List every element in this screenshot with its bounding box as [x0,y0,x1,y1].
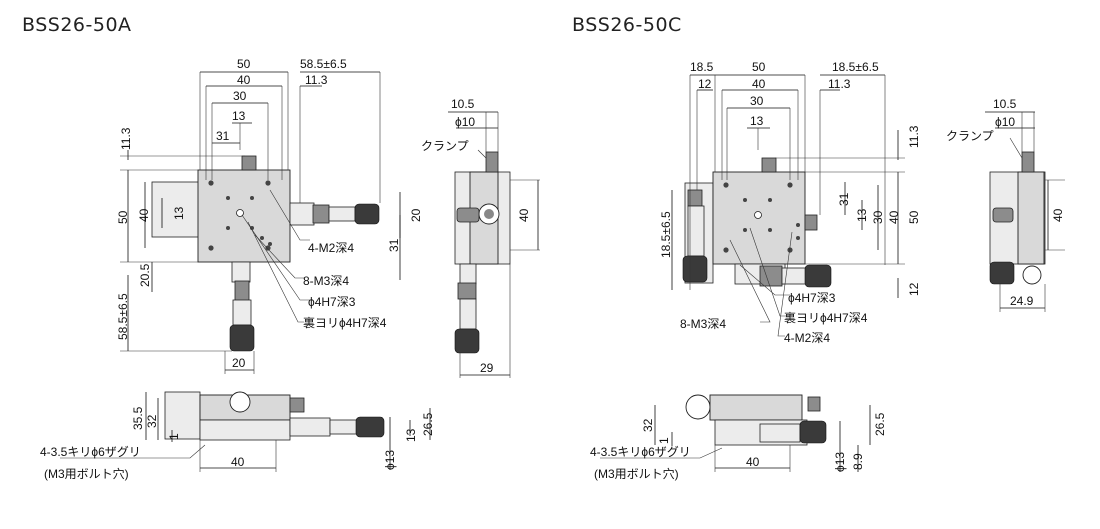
hole-pattern-right [723,182,800,253]
dim-20-v: 20 [409,208,423,222]
y-micrometer-left [229,261,255,352]
r-dim-30-v: 30 [871,210,885,224]
r-callout-back-phi4: 裏ヨリϕ4H7深4 [784,310,868,325]
front-dim-13: 13 [404,428,418,442]
r-dim-13-v: 13 [855,208,869,222]
dim-11-3-b: 11.3 [119,127,133,150]
dim-13-v: 13 [172,206,186,220]
r-dim-13: 13 [750,114,764,128]
r-note-m3-bolt: (M3用ボルト穴) [594,466,679,481]
r-front-dim-32: 32 [641,418,655,432]
note-bolt-hole: 4-3.5キリϕ6ザグリ [40,445,141,459]
dim-31: 31 [216,129,230,143]
r-callout-phi4-3: ϕ4H7深3 [788,291,836,305]
x-micrometer-right [759,264,832,288]
callout-4-m2: 4-M2深4 [308,241,354,255]
r-dim-18-5-pm: 18.5±6.5 [832,60,879,74]
dim-40: 40 [237,73,251,87]
callout-back-phi4: 裏ヨリϕ4H7深4 [303,315,387,330]
left-top-view: 50 40 30 13 31 58.5±6.5 11.3 11.3 50 40 … [116,57,423,374]
r-front-dim-40: 40 [746,455,760,469]
dim-30: 30 [233,89,247,103]
title-left: BSS26-50A [22,14,132,36]
front-dim-26-5: 26.5 [421,412,435,436]
front-dim-32: 32 [145,414,159,428]
r-note-bolt-hole: 4-3.5キリϕ6ザグリ [590,445,691,459]
r-dim-50: 50 [752,60,766,74]
front-dim-40: 40 [231,455,245,469]
left-front-view: 35.5 32 1 40 26.5 13 ϕ13 4-3.5キリϕ6ザグリ (M… [40,391,435,481]
dim-50-v: 50 [116,210,130,224]
r-dim-40: 40 [752,77,766,91]
r-dim-50-v: 50 [907,210,921,224]
clamp-screw-left [241,155,257,171]
r-front-dim-phi13: ϕ13 [833,452,847,472]
r-callout-4-m2: 4-M2深4 [784,331,830,345]
r-front-dim-8-9: 8.9 [851,453,865,470]
r-side-dim-40: 40 [1051,208,1065,222]
r-dim-31: 31 [837,192,851,206]
callout-8-m3: 8-M3深4 [303,274,349,288]
r-side-dim-phi10: ϕ10 [995,115,1015,129]
dim-13: 13 [232,109,246,123]
callout-phi4-3: ϕ4H7深3 [308,295,356,309]
dim-58-5: 58.5±6.5 [300,57,347,71]
right-side-view: 10.5 ϕ10 40 24.9 クランプ [946,97,1065,312]
dim-11-3-a: 11.3 [305,73,328,87]
r-front-dim-26-5: 26.5 [873,412,887,436]
note-m3-bolt: (M3用ボルト穴) [44,466,129,481]
dimension-lines-left-top [120,71,401,374]
r-side-dim-10-5: 10.5 [993,97,1017,111]
left-side-view: 10.5 ϕ10 40 29 クランプ [421,97,540,378]
r-dim-18-5-v: 18.5±6.5 [659,211,673,258]
front-dim-1: 1 [167,433,181,440]
r-dim-11-3-a: 11.3 [828,77,851,91]
dim-50: 50 [237,57,251,71]
side-dim-29: 29 [480,361,494,375]
dim-31-v: 31 [387,238,401,252]
side-dim-10-5: 10.5 [451,97,475,111]
side-dim-40: 40 [517,208,531,222]
label-clamp-right: クランプ [946,129,994,143]
right-front-view: 32 1 40 26.5 ϕ13 8.9 4-3.5キリϕ6ザグリ (M3用ボル… [590,394,887,481]
r-dim-40-v: 40 [887,210,901,224]
x-micrometer-left [289,202,380,226]
r-side-dim-24-9: 24.9 [1010,294,1034,308]
right-top-view: 18.5 12 50 40 30 13 18.5±6.5 11.3 11.3 3… [659,60,921,345]
front-dim-phi13: ϕ13 [383,450,397,470]
y-micrometer-right [682,189,708,283]
dim-40-v: 40 [137,208,151,222]
dimension-lines-right-top [671,74,905,337]
r-front-dim-1: 1 [657,437,671,444]
dim-58-5-v: 58.5±6.5 [116,293,130,340]
r-dim-12: 12 [698,77,712,91]
dim-20-5: 20.5 [138,263,152,287]
title-right: BSS26-50C [572,14,682,36]
label-clamp-left: クランプ [421,139,469,153]
r-dim-11-3-b: 11.3 [907,125,921,148]
dim-20-h: 20 [232,356,246,370]
side-dim-phi10: ϕ10 [455,115,475,129]
front-dim-35-5: 35.5 [131,406,145,430]
r-dim-30: 30 [750,94,764,108]
r-callout-8-m3: 8-M3深4 [680,317,726,331]
r-dim-18-5: 18.5 [690,60,714,74]
hole-pattern-left [208,180,272,251]
r-dim-12-v: 12 [907,282,921,296]
